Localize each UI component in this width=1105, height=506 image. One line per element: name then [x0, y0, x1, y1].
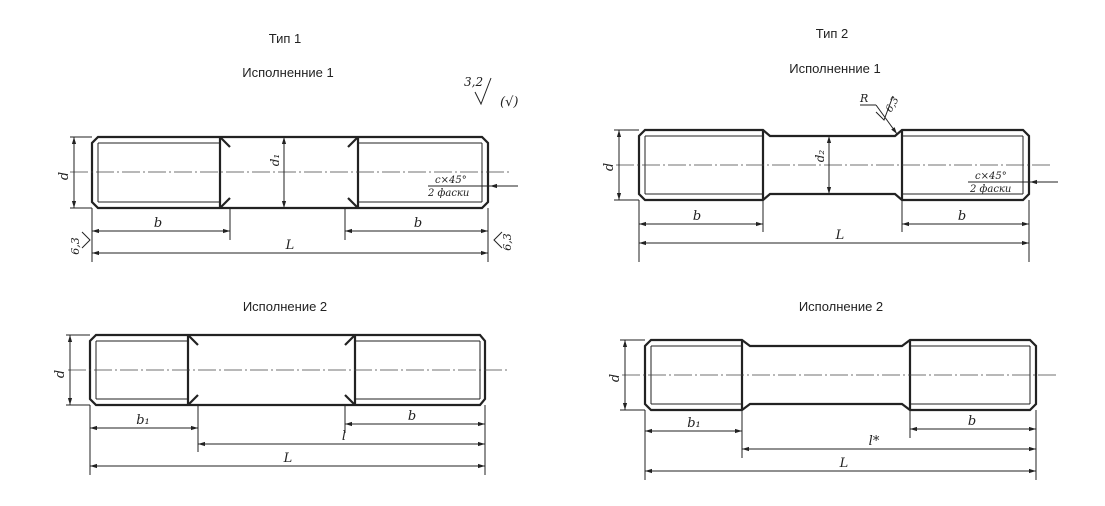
type2-exec1-drawing: d d₂ b b L R 6,3 — [602, 92, 1058, 262]
dim-b-right: b — [901, 200, 1030, 262]
type1-title: Тип 1 — [268, 31, 302, 46]
label-b-right: b — [958, 209, 966, 224]
label-roughness: 6,3 — [884, 95, 901, 114]
type1-exec1-drawing: d d₁ b b L c×45° 2 фаски — [57, 75, 518, 262]
chamfer-callout: c×45° 2 фаски — [968, 171, 1058, 195]
dim-d2: d₂ — [813, 136, 832, 194]
label-chamfer: c×45° — [975, 171, 1007, 182]
dim-b-left: b — [91, 208, 231, 262]
type2-title: Тип 2 — [815, 26, 849, 41]
label-roughness-main: 3,2 — [464, 75, 483, 89]
label-chamfer: c×45° — [435, 175, 467, 186]
roughness-left: 6,3 — [69, 231, 91, 255]
dim-L: L — [639, 228, 1029, 246]
label-L: L — [285, 238, 295, 253]
label-d1: d₁ — [268, 154, 282, 167]
label-b-right: b — [414, 216, 422, 231]
label-chamfer-note: 2 фаски — [969, 184, 1011, 195]
label-b-left: b — [693, 209, 701, 224]
check-icon — [875, 95, 894, 121]
dim-L: L — [92, 238, 488, 256]
dim-b: b — [909, 410, 1037, 480]
label-L: L — [835, 228, 845, 243]
type2-exec2-title: Исполнение 2 — [798, 299, 884, 314]
dim-l: l — [198, 429, 485, 447]
label-chamfer-note: 2 фаски — [427, 188, 469, 199]
dim-d1: d₁ — [268, 137, 287, 208]
check-icon — [474, 77, 492, 106]
dim-b1: b₁ — [644, 410, 743, 480]
label-d: d — [608, 374, 623, 382]
label-b1: b₁ — [687, 416, 701, 431]
dim-L: L — [90, 451, 485, 469]
label-l: l — [342, 429, 346, 444]
type1-exec2-title: Исполнение 2 — [242, 299, 328, 314]
label-roughness-right: 6,3 — [501, 233, 514, 251]
radius-callout: R 6,3 — [859, 92, 902, 135]
roughness-main: 3,2 (√) — [464, 75, 518, 110]
type2-exec1-title: Исполненние 1 — [789, 61, 881, 76]
label-d2: d₂ — [813, 150, 827, 163]
label-d: d — [57, 172, 72, 180]
label-b: b — [968, 414, 976, 429]
label-roughness-left: 6,3 — [69, 237, 82, 255]
stud-outline — [88, 333, 487, 407]
label-b: b — [408, 409, 416, 424]
dim-b-right: b — [344, 208, 489, 262]
dim-b-left: b — [638, 200, 764, 262]
stud-outline — [90, 135, 490, 210]
label-d: d — [53, 370, 68, 378]
type2-exec2-drawing: d b₁ b l* L — [608, 338, 1058, 480]
dim-d: d — [602, 129, 639, 201]
dim-b1: b₁ — [89, 405, 199, 475]
label-l: l* — [869, 434, 880, 449]
dim-d: d — [57, 136, 92, 209]
type1-exec1-title: Исполненние 1 — [242, 65, 334, 80]
label-L: L — [839, 456, 849, 471]
type1-exec2-drawing: d b₁ b l L — [53, 333, 508, 475]
dim-d: d — [608, 339, 645, 411]
label-roughness-paren: (√) — [500, 95, 518, 110]
label-d: d — [602, 163, 617, 171]
label-L: L — [283, 451, 293, 466]
label-radius: R — [859, 92, 868, 105]
roughness-right: 6,3 — [493, 231, 514, 251]
dim-l: l* — [742, 434, 1036, 452]
chamfer-callout: c×45° 2 фаски — [427, 175, 518, 199]
label-b1: b₁ — [136, 413, 150, 428]
dim-L: L — [645, 456, 1036, 474]
dim-d: d — [53, 334, 90, 406]
dim-b: b — [344, 405, 486, 475]
label-b-left: b — [154, 216, 162, 231]
